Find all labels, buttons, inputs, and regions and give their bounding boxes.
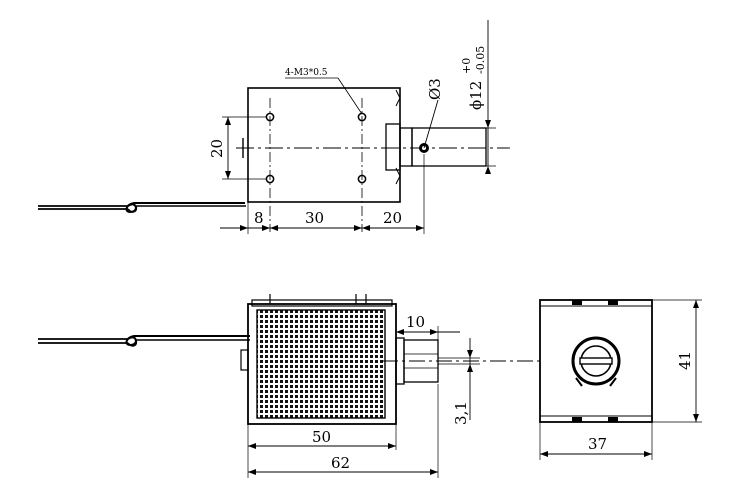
- lead-wires-front: [38, 338, 128, 344]
- dim-tolerance-upper: +0: [460, 58, 473, 74]
- dim-side-width: 37: [588, 435, 607, 453]
- dim-left-offset: 8: [254, 209, 264, 227]
- dim-coil-length: 50: [312, 428, 331, 446]
- lead-wires-top: [38, 205, 128, 210]
- dim-total-length: 62: [331, 454, 350, 472]
- coil-winding: [256, 309, 386, 419]
- dim-pin-size: 3,1: [452, 401, 470, 425]
- plunger-top: [411, 127, 487, 167]
- dim-plunger-offset: 20: [383, 209, 402, 227]
- dim-tolerance-lower: -0.05: [474, 46, 487, 74]
- dim-pin-diameter: Ø3: [426, 78, 444, 100]
- dim-top-height: 20: [208, 139, 226, 158]
- top-view: Ø3 ϕ12 +0 -0.05 4-M3*0.5 20 8 30 20: [38, 20, 510, 234]
- dim-plunger-diameter: ϕ12: [467, 81, 485, 110]
- top-body-outline: [247, 87, 401, 203]
- dim-side-height: 41: [676, 351, 694, 370]
- dim-hole-spacing: 30: [305, 209, 324, 227]
- dim-stroke: 10: [406, 313, 425, 331]
- front-view: 10 3,1 50 62: [38, 294, 540, 478]
- hole-note: 4-M3*0.5: [285, 68, 328, 78]
- plunger-end: [571, 336, 621, 386]
- side-view: 41 37: [539, 299, 702, 460]
- side-body-outline: [539, 299, 653, 423]
